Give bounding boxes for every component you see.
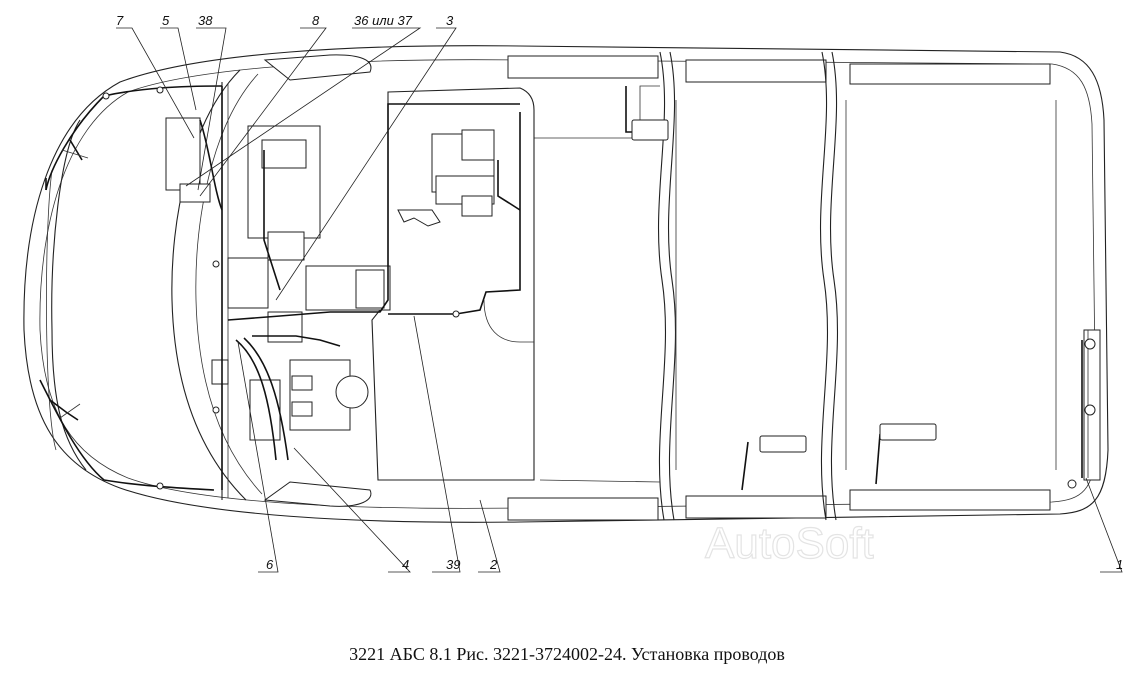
callout-6: 6 [266, 557, 274, 572]
callout-1: 1 [1116, 557, 1123, 572]
leader-lines [116, 27, 1123, 573]
callout-36-or-37: 36 или 37 [354, 13, 413, 28]
callout-4: 4 [402, 557, 409, 572]
callout-8: 8 [312, 13, 320, 28]
vehicle-body [23, 45, 1109, 523]
callout-labels: 7 5 38 8 36 или 37 3 6 4 39 2 1 [116, 13, 1123, 572]
wiring-harness [39, 85, 1096, 491]
watermark: AutoSoft [705, 519, 874, 568]
cab-interior [165, 82, 535, 500]
callout-3: 3 [446, 13, 454, 28]
callout-39: 39 [446, 557, 460, 572]
callout-38: 38 [198, 13, 213, 28]
callout-2: 2 [489, 557, 498, 572]
figure-caption: 3221 АБС 8.1 Рис. 3221-3724002-24. Устан… [349, 644, 785, 664]
callout-5: 5 [162, 13, 170, 28]
callout-7: 7 [116, 13, 124, 28]
